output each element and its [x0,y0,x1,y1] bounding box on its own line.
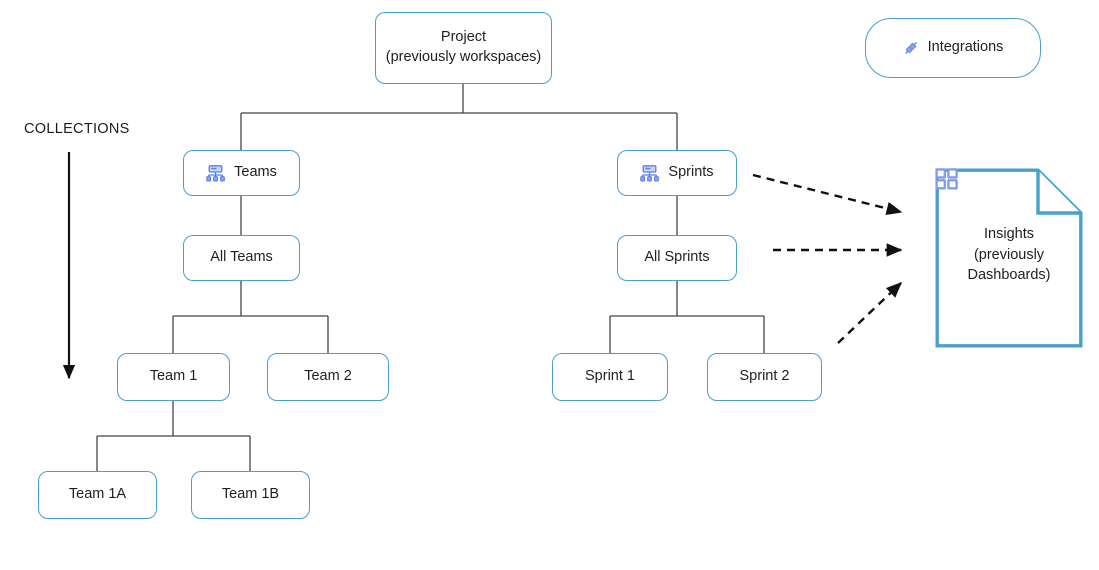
node-all-sprints[interactable]: All Sprints [617,235,737,281]
node-integrations[interactable]: Integrations [865,18,1041,78]
node-team-1[interactable]: Team 1 [117,353,230,401]
node-sprint-1-label: Sprint 1 [585,368,635,385]
node-teams-label: Teams [234,164,277,181]
node-insights-label: Insights (previously Dashboards) [967,226,1051,284]
node-project-line1: Project [440,29,487,46]
node-project-line2: (previously workspaces) [385,49,542,65]
hierarchy-icon [206,164,225,182]
document-shape [935,168,1083,348]
node-team-1a[interactable]: Team 1A [38,471,157,519]
node-team-1b-label: Team 1B [221,486,280,503]
node-teams[interactable]: Teams [183,150,300,196]
node-sprint-2[interactable]: Sprint 2 [707,353,822,401]
edge-sprint2-insights-dashed [837,282,903,344]
node-sprint-2-label: Sprint 2 [739,368,790,385]
node-sprints[interactable]: Sprints [617,150,737,196]
node-sprints-label: Sprints [668,164,714,181]
node-team-2-label: Team 2 [304,368,352,385]
node-all-teams[interactable]: All Teams [183,235,300,281]
link-icon [903,40,919,56]
node-integrations-label: Integrations [927,39,1004,56]
node-team-2[interactable]: Team 2 [267,353,389,401]
edge-sprints-insights-dashed [752,173,903,216]
grid-icon [935,168,1021,214]
node-project[interactable]: Project (previously workspaces) [375,12,552,84]
node-team-1a-label: Team 1A [68,486,127,503]
hierarchy-icon [640,164,660,182]
node-sprint-1[interactable]: Sprint 1 [552,353,668,401]
node-insights[interactable]: Insights (previously Dashboards) [935,168,1083,348]
node-team-1b[interactable]: Team 1B [191,471,310,519]
node-all-teams-label: All Teams [210,249,273,266]
node-team-1-label: Team 1 [149,368,198,385]
collections-label: COLLECTIONS [24,121,130,137]
node-all-sprints-label: All Sprints [644,249,710,266]
